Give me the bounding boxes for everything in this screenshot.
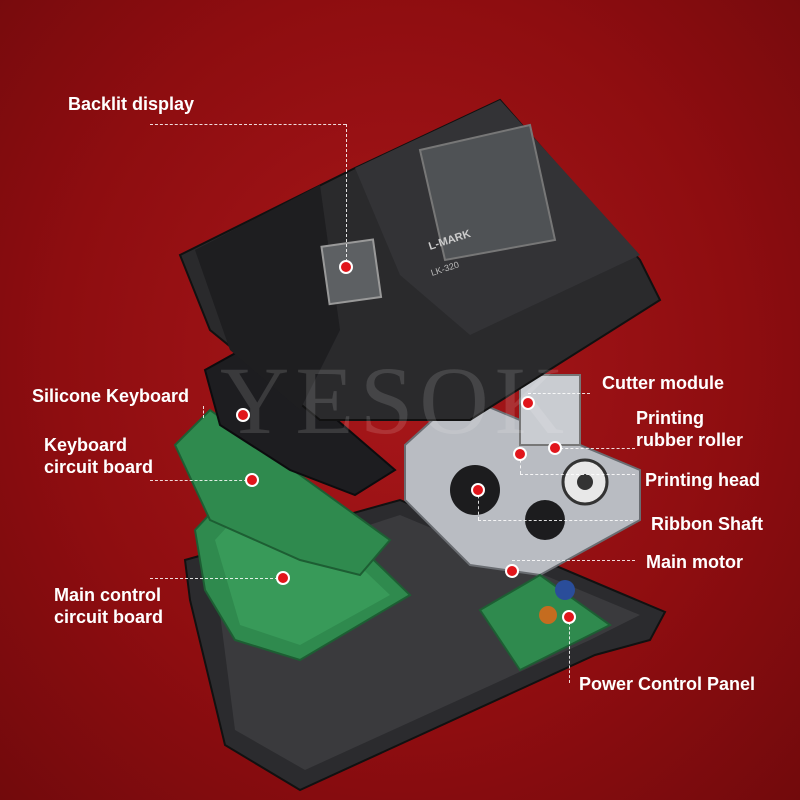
marker-ribbon-shaft (471, 483, 485, 497)
leader-backlit-display (150, 124, 346, 125)
label-printing-rubber-roller: Printing rubber roller (636, 408, 744, 450)
display-window (320, 238, 383, 306)
keyboard-circuit-board (173, 408, 392, 577)
label-power-control-panel: Power Control Panel (579, 674, 756, 694)
leader-ribbon-shaft (478, 490, 479, 520)
label-backlit-display: Backlit display (68, 94, 195, 114)
label-keyboard-circuit-board: Keyboard circuit board (44, 435, 154, 477)
marker-main-board (276, 571, 290, 585)
marker-backlit-display (339, 260, 353, 274)
label-main-motor: Main motor (646, 552, 743, 572)
leader-cutter (528, 393, 590, 394)
marker-roller (548, 441, 562, 455)
marker-keyboard-board (245, 473, 259, 487)
label-cutter-module: Cutter module (602, 373, 725, 393)
watermark-text: YESOK (220, 347, 571, 454)
leader-power-panel (569, 617, 570, 683)
leader-printing-head-h (520, 474, 635, 475)
marker-silicone-keyboard (236, 408, 250, 422)
leader-ribbon-shaft-h (478, 520, 633, 521)
leader-main-board (150, 578, 283, 579)
label-main-control-board: Main control circuit board (54, 585, 164, 627)
marker-printing-head (513, 447, 527, 461)
display-viewer (418, 123, 557, 262)
leader-printing-head (520, 454, 521, 474)
label-ribbon-shaft: Ribbon Shaft (651, 514, 763, 534)
label-printing-head: Printing head (645, 470, 761, 490)
leader-keyboard-board (150, 480, 252, 481)
marker-main-motor (505, 564, 519, 578)
leader-roller (555, 448, 635, 449)
top-cover-grille (195, 185, 340, 410)
marker-power-panel (562, 610, 576, 624)
leader-main-motor (512, 560, 635, 561)
leader-backlit-display-vertical (346, 124, 347, 267)
marker-cutter (521, 396, 535, 410)
label-silicone-keyboard: Silicone Keyboard (32, 386, 190, 406)
leader-silicone-keyboard (203, 406, 204, 418)
